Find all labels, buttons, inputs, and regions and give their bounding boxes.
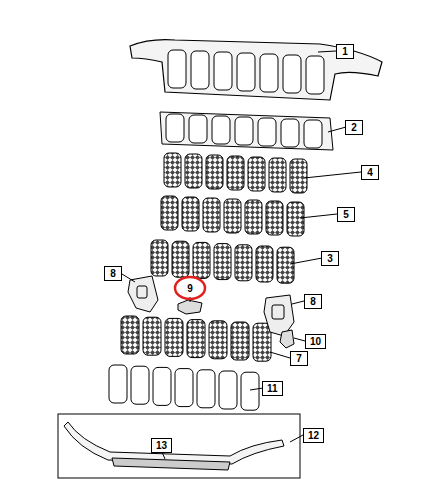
grille-opening <box>290 159 307 193</box>
grille-opening <box>185 154 202 188</box>
grille-opening <box>189 115 207 143</box>
grille-opening <box>287 202 304 236</box>
grille-opening <box>227 156 244 190</box>
grille-opening <box>172 241 189 277</box>
callout-number: 7 <box>290 351 308 366</box>
grille-opening <box>231 322 249 360</box>
grille-opening <box>269 158 286 192</box>
callout-number: 3 <box>321 251 339 266</box>
grille-opening <box>237 53 255 91</box>
grille-opening <box>182 197 199 231</box>
grille-opening <box>153 367 171 405</box>
grille-opening <box>161 196 178 230</box>
grille-opening <box>166 114 184 142</box>
grille-opening <box>219 371 237 409</box>
grille-opening <box>235 245 252 281</box>
grille-opening <box>193 242 210 278</box>
grille-opening <box>258 118 276 146</box>
callout-number: 10 <box>305 334 326 349</box>
grille-opening <box>203 198 220 232</box>
grille-opening <box>224 199 241 233</box>
grille-opening <box>206 155 223 189</box>
grille-opening <box>304 120 322 148</box>
callout-number: 4 <box>361 165 379 180</box>
grille-opening <box>209 321 227 359</box>
grille-opening <box>260 54 278 92</box>
callout-number: 13 <box>151 438 172 453</box>
grille-opening <box>212 116 230 144</box>
grille-opening <box>165 318 183 356</box>
grille-opening <box>121 316 139 354</box>
grille-opening <box>256 246 273 282</box>
callout-number: 2 <box>345 120 363 135</box>
grille-opening <box>151 240 168 276</box>
grille-opening <box>241 372 259 410</box>
callout-number: 1 <box>336 44 354 59</box>
grille-opening <box>266 201 283 235</box>
grille-opening <box>214 52 232 90</box>
grille-opening <box>245 200 262 234</box>
grille-opening <box>168 50 186 88</box>
grille-opening <box>281 119 299 147</box>
callout-number: 11 <box>262 381 283 396</box>
grille-opening <box>187 320 205 358</box>
grille-opening <box>253 323 271 361</box>
callout-number: 8 <box>104 266 122 281</box>
grille-opening <box>277 247 294 283</box>
grille-opening <box>283 55 301 93</box>
grille-opening <box>143 317 161 355</box>
callout-number: 9 <box>182 282 198 295</box>
grille-opening <box>248 157 265 191</box>
grille-opening <box>197 370 215 408</box>
grille-opening <box>191 51 209 89</box>
callout-number: 8 <box>304 294 322 309</box>
grille-opening <box>214 244 231 280</box>
grille-opening <box>131 366 149 404</box>
grille-opening <box>175 369 193 407</box>
grille-opening <box>109 365 127 403</box>
callout-number: 12 <box>303 428 324 443</box>
grille-opening <box>164 153 181 187</box>
callout-number: 5 <box>337 207 355 222</box>
grille-opening <box>235 117 253 145</box>
grille-opening <box>306 56 324 94</box>
